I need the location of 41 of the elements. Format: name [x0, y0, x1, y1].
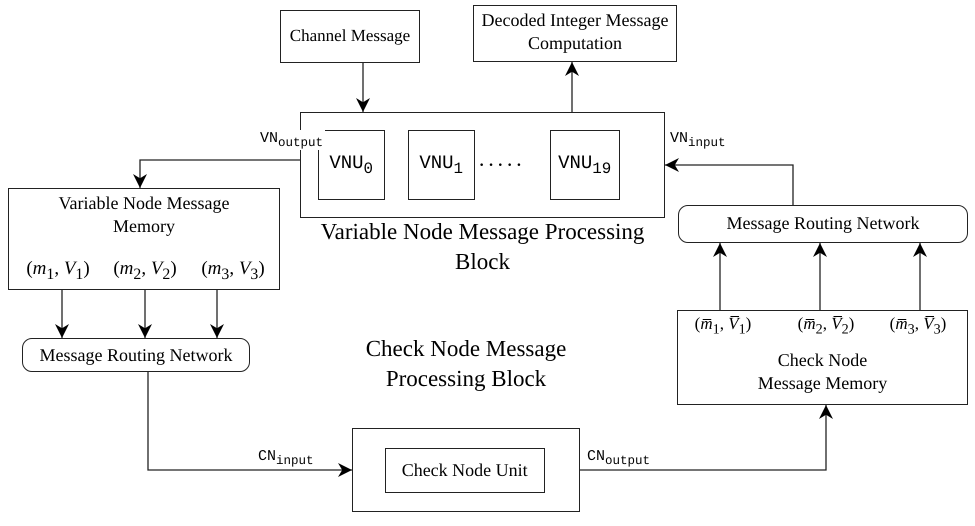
unit-box — [550, 130, 620, 200]
routing-box — [22, 338, 250, 372]
block-box — [8, 188, 280, 290]
arrow — [210, 290, 224, 338]
tuple-label: (m̅$_{2}$, V̅$_{2}$) — [796, 313, 856, 339]
unit-label: VNU$_{0}$ — [328, 150, 374, 180]
arrow — [133, 159, 300, 188]
tuple-label: (m$_{2}$, V$_{2}$) — [112, 257, 178, 285]
unit-label: Check Node Unit — [400, 458, 529, 482]
block-label: Variable Node Message Memory — [58, 192, 230, 238]
block-box — [473, 5, 677, 62]
block-label: Decoded Integer Message Computation — [480, 9, 670, 56]
tuple-label: (m$_{1}$, V$_{1}$) — [25, 257, 91, 285]
unit-label: VNU$_{1}$ — [418, 150, 464, 180]
arrow — [565, 62, 579, 112]
routing-box — [678, 205, 968, 243]
arrow — [55, 290, 69, 338]
block-label: Channel Message — [288, 25, 412, 47]
arrow — [665, 158, 794, 205]
arrow — [356, 63, 370, 112]
block-box — [280, 10, 420, 63]
unit-box — [384, 448, 545, 493]
arrow — [713, 243, 727, 310]
unit-label: VNU$_{19}$ — [557, 150, 612, 180]
ellipsis-dots: ····· — [478, 152, 525, 178]
arrow — [813, 243, 827, 310]
arrow — [138, 290, 152, 338]
arrow — [913, 243, 927, 310]
block-label: Message Routing Network — [38, 344, 234, 367]
block-label: Check Node Message Memory — [756, 349, 888, 396]
block-box — [677, 310, 968, 405]
tuple-label: (m̅$_{1}$, V̅$_{1}$) — [694, 313, 752, 339]
block-title: Check Node Message Processing Block — [364, 335, 568, 393]
tuple-label: (m$_{3}$, V$_{3}$) — [200, 257, 266, 285]
block-title: Variable Node Message Processing Block — [320, 218, 646, 276]
tuple-label: (m̅$_{3}$, V̅$_{3}$) — [888, 313, 948, 339]
unit-box — [408, 130, 475, 200]
arrow — [580, 405, 833, 471]
arrow — [147, 372, 352, 477]
block-label: Message Routing Network — [726, 212, 920, 235]
edge-label: VN$_{output}$ — [258, 130, 326, 150]
